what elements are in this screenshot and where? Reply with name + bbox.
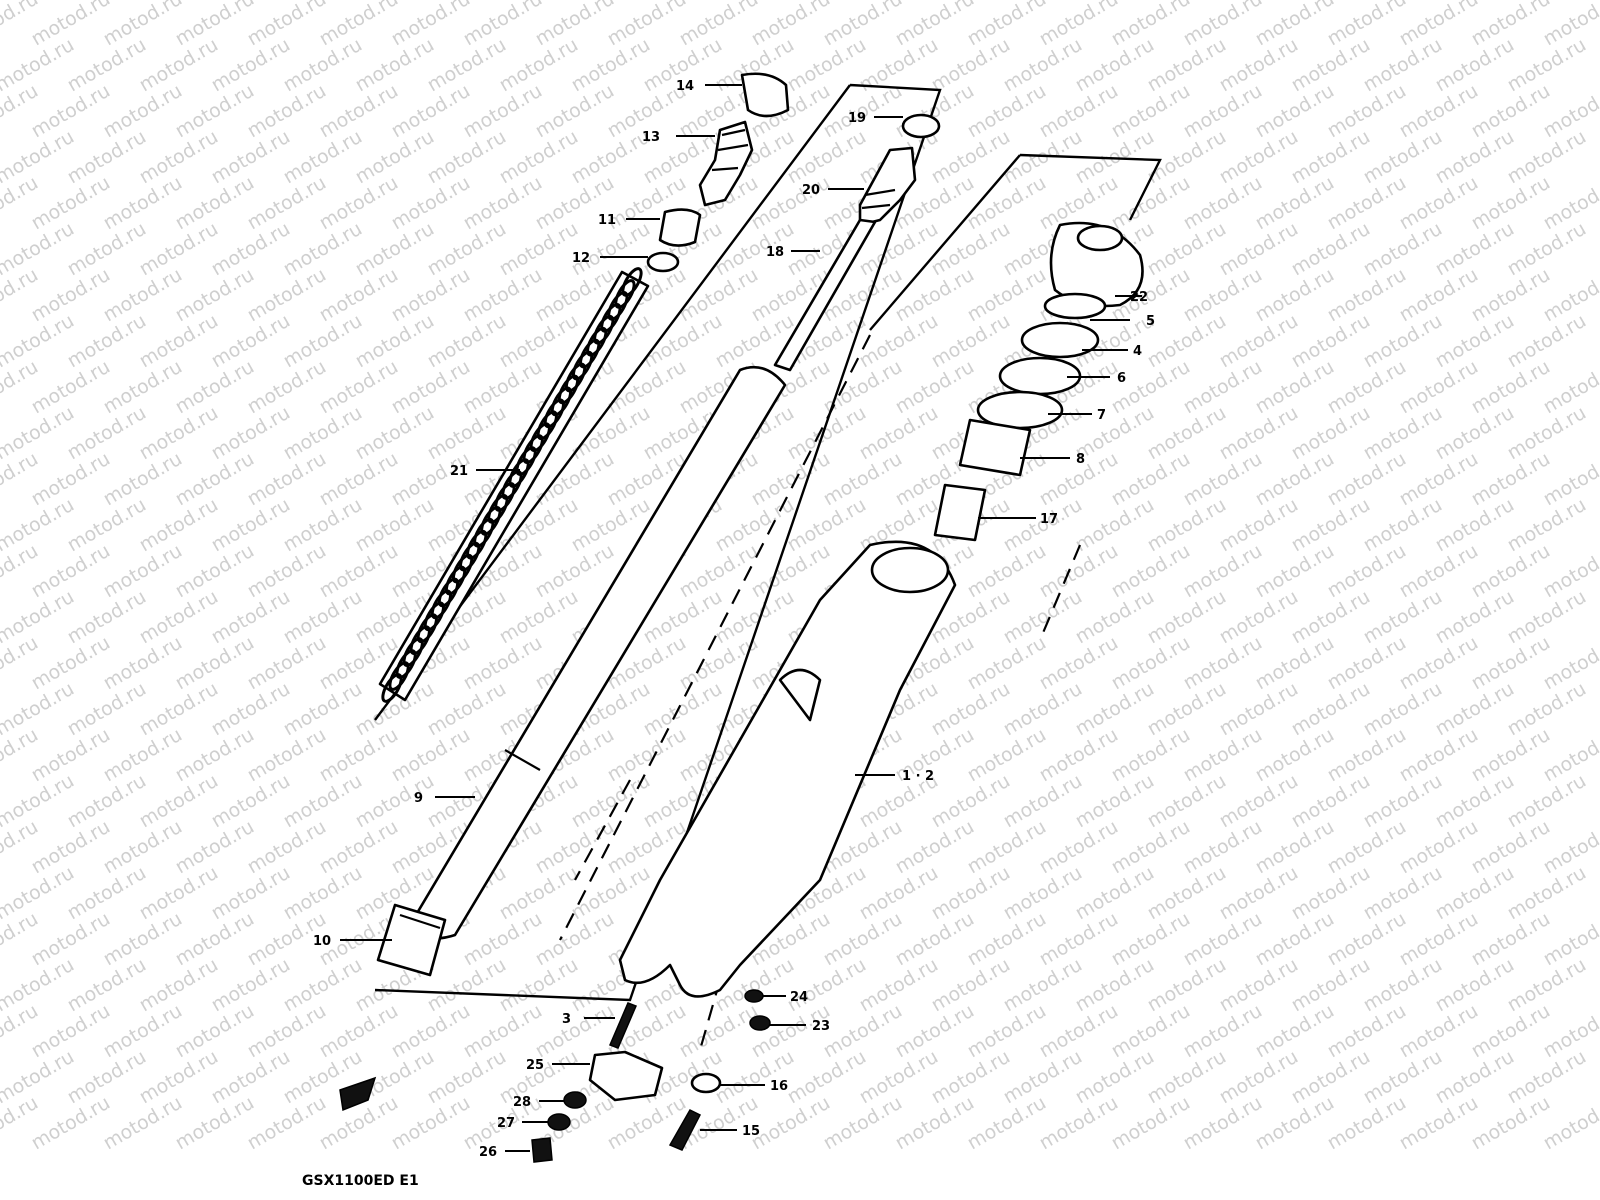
spring-coil	[501, 470, 523, 500]
callout-26: 26	[479, 1145, 497, 1160]
spring-coil	[437, 577, 460, 608]
spring-coil	[416, 613, 438, 644]
callout-23: 23	[812, 1019, 830, 1034]
callout-20: 20	[802, 183, 820, 198]
watermark-layer: motod.rumotod.rumotod.rumotod.rumotod.ru…	[0, 0, 1600, 1154]
callout-labels: 14 13 11 12 21 19 20 18 9 10 22 5 4 6 7 …	[313, 79, 1155, 1160]
spring-coil	[600, 302, 622, 333]
spring-coil	[522, 434, 544, 465]
spring-coil	[381, 673, 403, 703]
model-code: GSX1100ED E1	[302, 1173, 419, 1189]
watermark-text: motod.ru	[1540, 1092, 1600, 1155]
part-5-clip	[1043, 292, 1107, 320]
callout-14: 14	[676, 79, 694, 94]
part-14-cap	[740, 72, 790, 118]
part-25-axle-holder	[588, 1050, 664, 1102]
part-16-washer	[690, 1072, 722, 1094]
spring-coil	[487, 494, 509, 524]
part-28-washer	[563, 1091, 587, 1109]
callout-22: 22	[1130, 290, 1148, 305]
spring-coil	[543, 398, 565, 429]
part-15-bolt	[668, 1109, 702, 1151]
spring-coil	[430, 589, 453, 620]
spring-coil	[571, 350, 594, 381]
spring-coil	[621, 267, 643, 297]
spring-coil	[494, 482, 516, 512]
callout-9: 9	[414, 791, 423, 806]
callout-18: 18	[766, 245, 784, 260]
spring-coil	[564, 362, 587, 393]
callout-17: 17	[1040, 512, 1058, 527]
part-19-ring	[901, 113, 941, 139]
callout-8: 8	[1076, 452, 1085, 467]
callout-6: 6	[1117, 371, 1126, 386]
callout-25: 25	[526, 1058, 544, 1073]
spring-coil	[586, 326, 608, 357]
part-23-screw	[749, 1015, 771, 1031]
assembly-line	[559, 334, 871, 941]
spring-coil	[395, 649, 417, 679]
callout-3: 3	[562, 1012, 571, 1027]
part-1-2-outer-tube	[618, 540, 957, 998]
callout-13: 13	[642, 130, 660, 145]
callout-19: 19	[848, 111, 866, 126]
reference-mark-icon	[339, 1076, 377, 1112]
callout-10: 10	[313, 934, 331, 949]
callout-12: 12	[572, 251, 590, 266]
spring-coil	[473, 517, 495, 548]
part-18-damper-rod	[773, 218, 877, 372]
callout-1-2: 1 · 2	[902, 769, 934, 784]
spring-coil	[614, 279, 636, 309]
callout-5: 5	[1146, 314, 1155, 329]
spring-coil	[557, 374, 580, 405]
callout-leaders	[340, 84, 1142, 1152]
part-20-rod-top	[858, 146, 917, 227]
callout-16: 16	[770, 1079, 788, 1094]
part-21-spring	[378, 267, 650, 703]
spring-coil	[466, 529, 488, 560]
part-24-clip	[744, 989, 764, 1003]
spring-coil	[515, 446, 537, 476]
part-12-washer	[646, 251, 680, 273]
callout-7: 7	[1097, 408, 1106, 423]
part-11-spacer	[658, 208, 702, 247]
spring-coil	[550, 386, 573, 417]
spring-coil	[402, 637, 424, 668]
part-27-washer	[547, 1113, 571, 1131]
spring-coil	[423, 601, 445, 632]
part-26-nut	[531, 1137, 553, 1163]
part-22-dust-boot	[1049, 221, 1144, 308]
spring-coil	[388, 661, 410, 691]
spring-coil	[451, 553, 474, 584]
spring-coil	[480, 505, 502, 536]
callout-28: 28	[513, 1095, 531, 1110]
spring-coil	[607, 291, 629, 321]
callout-15: 15	[742, 1124, 760, 1139]
part-10-bushing	[376, 903, 447, 977]
callout-4: 4	[1133, 344, 1142, 359]
spring-coil	[593, 314, 615, 345]
callout-24: 24	[790, 990, 808, 1005]
spring-coil	[444, 565, 467, 596]
spring-coil	[459, 541, 481, 572]
spring-coil	[529, 422, 551, 453]
callout-21: 21	[450, 464, 468, 479]
callout-27: 27	[497, 1116, 515, 1131]
part-17-oil-lock	[933, 483, 987, 542]
part-3-bolt	[609, 1002, 637, 1049]
part-4-seal	[1020, 321, 1100, 359]
part-13-cap-bolt	[698, 120, 754, 207]
spring-coil	[409, 625, 431, 656]
outer-tube-group-box	[1019, 153, 1162, 221]
spring-coil	[579, 338, 601, 369]
part-8-guide	[958, 418, 1032, 477]
callout-11: 11	[598, 213, 616, 228]
spring-coil	[536, 410, 558, 441]
